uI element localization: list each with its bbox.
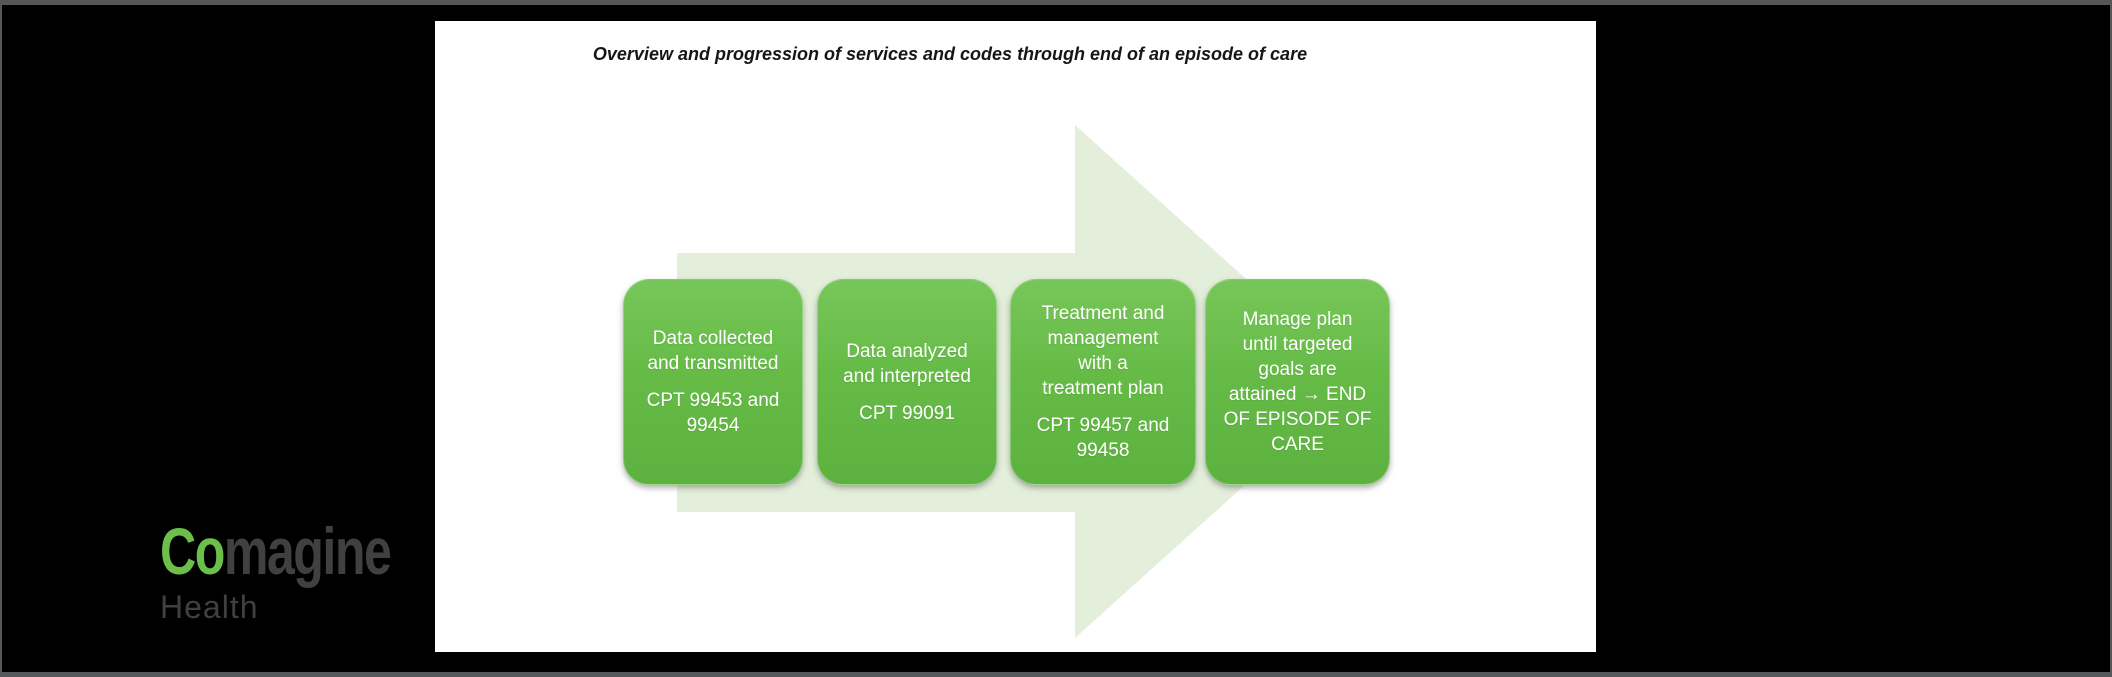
- slide-panel: Overview and progression of services and…: [435, 21, 1596, 652]
- step-box-treatment-plan: Treatment and management with a treatmen…: [1010, 279, 1196, 485]
- logo-co-text: Co: [160, 514, 225, 588]
- logo-health-text: Health: [160, 589, 259, 625]
- logo-magine-text: magine: [223, 514, 392, 588]
- frame-border-left: [0, 0, 2, 677]
- logo-wordmark: Comagine: [160, 518, 392, 584]
- step-cpt-code: CPT 99457 and 99458: [1036, 415, 1170, 461]
- step-label: Data analyzed and interpreted: [843, 340, 971, 387]
- frame-border-right: [2110, 0, 2112, 677]
- frame-border-top: [0, 0, 2112, 5]
- step-box-data-analyzed: Data analyzed and interpreted CPT 99091: [817, 279, 997, 485]
- frame-border-bottom: [0, 672, 2112, 677]
- step-label: Manage plan until targeted goals are att…: [1223, 309, 1372, 455]
- step-box-data-collected: Data collected and transmitted CPT 99453…: [623, 279, 803, 485]
- slide-title: Overview and progression of services and…: [592, 44, 1308, 64]
- step-label: Data collected and transmitted: [647, 328, 779, 374]
- step-cpt-code: CPT 99453 and 99454: [646, 390, 780, 436]
- step-cpt-code: CPT 99091: [859, 402, 955, 424]
- step-box-manage-plan: Manage plan until targeted goals are att…: [1205, 279, 1390, 485]
- comagine-health-logo: Comagine Health: [160, 518, 463, 623]
- step-label: Treatment and management with a treatmen…: [1041, 303, 1165, 399]
